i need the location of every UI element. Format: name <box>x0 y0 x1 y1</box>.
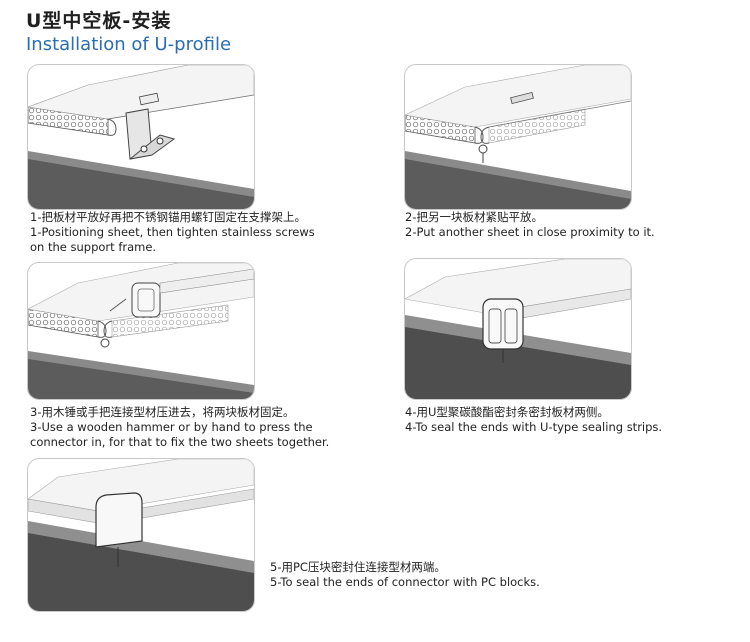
page-title-en: Installation of U-profile <box>26 34 232 55</box>
step-2-illustration <box>404 64 632 210</box>
step-3-illustration <box>27 262 255 400</box>
step-5-caption: 5-用PC压块密封住连接型材两端。 5-To seal the ends of … <box>270 560 540 590</box>
page-title-cn: U型中空板-安装 <box>26 10 172 32</box>
step-4-cn: 4-用U型聚碳酸酯密封条密封板材两侧。 <box>405 405 609 419</box>
step-1-en-line1: 1-Positioning sheet, then tighten stainl… <box>30 225 315 239</box>
step-4-caption: 4-用U型聚碳酸酯密封条密封板材两侧。 4-To seal the ends w… <box>405 405 662 435</box>
step-3-en-line2: connector in, for that to fix the two sh… <box>30 435 330 449</box>
step-1-en-line2: on the support frame. <box>30 240 157 254</box>
step-2-caption: 2-把另一块板材紧贴平放。 2-Put another sheet in clo… <box>405 210 655 240</box>
step-4-illustration <box>404 258 632 400</box>
step-3-cn: 3-用木锤或手把连接型材压进去，将两块板材固定。 <box>30 405 295 419</box>
step-4-en-line1: 4-To seal the ends with U-type sealing s… <box>405 420 663 434</box>
step-2-cn: 2-把另一块板材紧贴平放。 <box>405 210 543 224</box>
step-1-cn: 1-把板材平放好再把不锈钢锚用螺钉固定在支撑架上。 <box>30 210 306 224</box>
step-1-caption: 1-把板材平放好再把不锈钢锚用螺钉固定在支撑架上。 1-Positioning … <box>30 210 315 255</box>
step-5-illustration <box>27 458 255 612</box>
step-5-cn: 5-用PC压块密封住连接型材两端。 <box>270 560 446 574</box>
step-3-caption: 3-用木锤或手把连接型材压进去，将两块板材固定。 3-Use a wooden … <box>30 405 329 450</box>
step-1-illustration <box>27 64 255 210</box>
step-2-en-line1: 2-Put another sheet in close proximity t… <box>405 225 655 239</box>
step-3-en-line1: 3-Use a wooden hammer or by hand to pres… <box>30 420 313 434</box>
step-5-en-line1: 5-To seal the ends of connector with PC … <box>270 575 540 589</box>
